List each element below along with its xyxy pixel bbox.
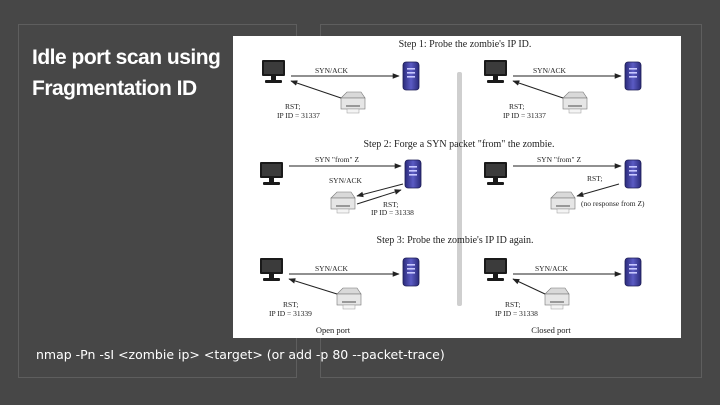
target-printer-icon xyxy=(550,191,576,214)
step2-closed-syn-label: SYN "from" Z xyxy=(537,155,581,164)
step1-open-ip-id: IP ID = 31337 xyxy=(277,111,320,120)
zombie-server-icon xyxy=(402,257,420,287)
closed-port-label: Closed port xyxy=(531,325,571,335)
step1-closed-syn-ack-label: SYN/ACK xyxy=(533,66,567,75)
zombie-server-icon xyxy=(624,257,642,287)
attacker-computer-icon xyxy=(484,162,507,185)
step2-no-response-label: (no response from Z) xyxy=(581,199,645,208)
step1-open-rst-label: RST; xyxy=(285,102,300,111)
step1-closed-rst-label: RST; xyxy=(509,102,524,111)
step2-open-rst-label: RST; xyxy=(383,200,398,209)
slide-title: Idle port scan using Fragmentation ID xyxy=(32,42,232,104)
step3-closed-syn-ack-label: SYN/ACK xyxy=(535,264,569,273)
step-1-caption: Step 1: Probe the zombie's IP ID. xyxy=(399,39,532,50)
step2-closed-rst-label: RST; xyxy=(587,174,602,183)
target-printer-icon xyxy=(336,287,362,310)
step3-open-ip-id: IP ID = 31339 xyxy=(269,309,312,318)
zombie-server-icon xyxy=(404,159,422,189)
open-port-label: Open port xyxy=(316,325,351,335)
slide-title-line-1: Idle port scan using xyxy=(32,46,221,69)
idle-scan-diagram: Step 1: Probe the zombie's IP ID. Step 2… xyxy=(233,36,681,338)
target-printer-icon xyxy=(562,91,588,114)
step-2-caption: Step 2: Forge a SYN packet "from" the zo… xyxy=(364,139,555,150)
step-3-caption: Step 3: Probe the zombie's IP ID again. xyxy=(377,235,534,246)
nmap-command-text: nmap -Pn -sI <zombie ip> <target> (or ad… xyxy=(36,347,445,362)
step1-closed-ip-id: IP ID = 31337 xyxy=(503,111,546,120)
slide-title-line-2: Fragmentation ID xyxy=(32,77,197,100)
zombie-server-icon xyxy=(624,61,642,91)
zombie-server-icon xyxy=(624,159,642,189)
attacker-computer-icon xyxy=(484,258,507,281)
attacker-computer-icon xyxy=(484,60,507,83)
target-printer-icon xyxy=(330,191,356,214)
attacker-computer-icon xyxy=(262,60,285,83)
target-printer-icon xyxy=(340,91,366,114)
step2-open-syn-ack-label: SYN/ACK xyxy=(329,176,363,185)
step3-open-rst-label: RST; xyxy=(283,300,298,309)
step3-open-syn-ack-label: SYN/ACK xyxy=(315,264,349,273)
step3-closed-ip-id: IP ID = 31338 xyxy=(495,309,538,318)
target-printer-icon xyxy=(544,287,570,310)
zombie-server-icon xyxy=(402,61,420,91)
attacker-computer-icon xyxy=(260,162,283,185)
step2-open-syn-label: SYN "from" Z xyxy=(315,155,359,164)
step2-open-ip-id: IP ID = 31338 xyxy=(371,208,414,217)
step1-open-syn-ack-label: SYN/ACK xyxy=(315,66,349,75)
attacker-computer-icon xyxy=(260,258,283,281)
step3-closed-rst-label: RST; xyxy=(505,300,520,309)
